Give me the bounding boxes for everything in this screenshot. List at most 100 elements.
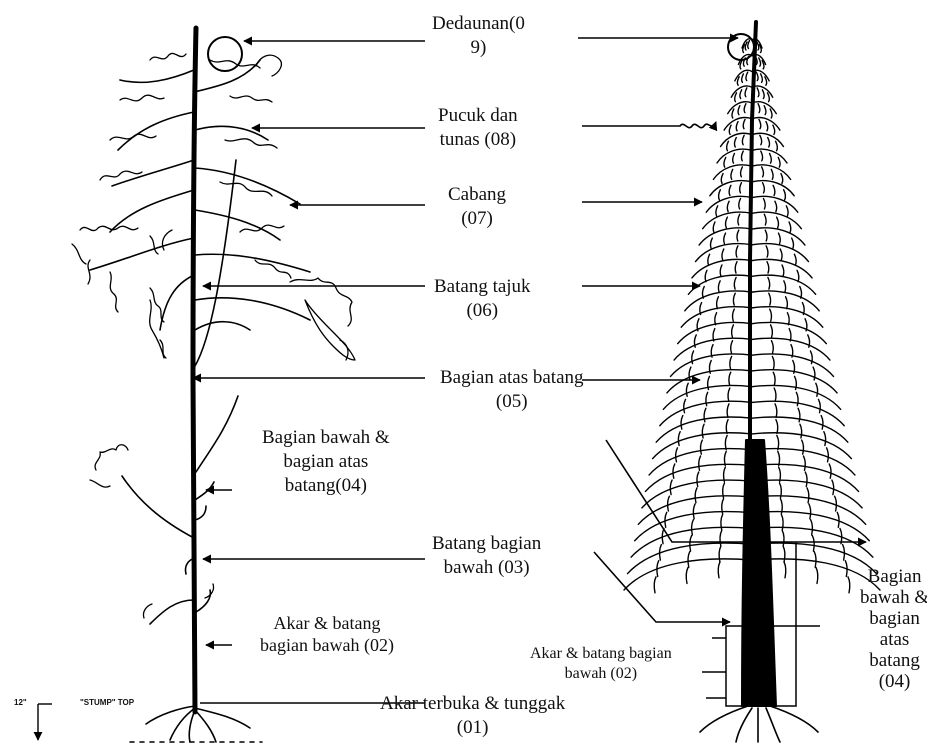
conifer-twig (730, 356, 732, 369)
label-crown-stem-06: Batang tajuk(06) (434, 275, 531, 323)
stump-top-label: "STUMP" TOP (80, 698, 134, 707)
conifer-twig (689, 367, 691, 380)
conifer-twig (762, 167, 764, 177)
conifer-branch (752, 228, 805, 245)
conifer-branch (752, 118, 780, 131)
conifer-twig (773, 372, 775, 385)
conifer-twig (717, 297, 719, 309)
conifer-twig (715, 313, 717, 325)
height-scale-marker (38, 704, 52, 740)
conifer-twig (668, 496, 670, 511)
conifer-twig (760, 135, 762, 144)
conifer-branch (752, 212, 801, 229)
conifer-branch (696, 244, 752, 262)
conifer-twig (764, 214, 766, 225)
conifer-twig (832, 480, 834, 495)
conifer-twig (692, 520, 694, 535)
conifer-twig (693, 504, 695, 519)
conifer-twig (756, 72, 758, 80)
conifer-branch (699, 228, 752, 245)
conifer-twig (781, 174, 783, 184)
conifer-twig (771, 341, 773, 354)
conifer-twig (775, 404, 777, 418)
conifer-twig (727, 404, 729, 418)
conifer-branch (667, 370, 752, 393)
conifer-twig (732, 109, 734, 118)
conifer-branch (724, 118, 752, 131)
conifer-twig (773, 185, 775, 195)
conifer-twig (780, 249, 782, 260)
conifer-twig (776, 141, 778, 150)
conifer-twig (776, 420, 778, 434)
conifer-twig (743, 119, 745, 128)
conifer-twig (729, 185, 731, 195)
conifer-twig (784, 562, 786, 578)
conifer-twig (726, 217, 728, 228)
conifer-twig (705, 270, 707, 281)
conifer-twig (802, 440, 804, 454)
conifer-twig (769, 293, 771, 305)
conifer-twig (727, 141, 729, 150)
conifer-twig (734, 277, 736, 289)
conifer-twig (690, 536, 692, 552)
conifer-twig (771, 325, 773, 337)
conifer-branch (752, 149, 787, 163)
conifer-twig (732, 325, 734, 337)
conifer-twig (737, 230, 739, 241)
conifer-twig (676, 448, 678, 462)
right-tree-drawing (700, 22, 818, 742)
conifer-twig (812, 536, 814, 552)
label-lower-stem-03: Batang bagianbawah (03) (432, 532, 541, 580)
conifer-branch (752, 354, 834, 377)
conifer-twig (774, 388, 776, 401)
conifer-twig (729, 125, 731, 134)
conifer-twig (771, 169, 773, 179)
conifer-twig (724, 233, 726, 244)
conifer-twig (734, 138, 736, 147)
conifer-twig (763, 183, 765, 193)
conifer-twig (814, 552, 816, 568)
conifer-twig (770, 309, 772, 321)
conifer-branch (721, 133, 752, 146)
conifer-twig (797, 270, 799, 281)
conifer-twig (765, 77, 767, 85)
conifer-branch (752, 196, 798, 212)
conifer-twig (695, 488, 697, 503)
conifer-twig (740, 90, 742, 99)
conifer-twig (733, 293, 735, 305)
conifer-twig (761, 74, 763, 82)
conifer-twig (741, 167, 743, 177)
conifer-twig (759, 119, 761, 128)
conifer-twig (740, 183, 742, 193)
conifer-twig (742, 74, 744, 82)
conifer-twig (762, 90, 764, 99)
conifer-branch (752, 370, 837, 393)
conifer-twig (708, 254, 710, 265)
conifer-twig (835, 496, 837, 511)
conifer-twig (684, 399, 686, 412)
conifer-branch (710, 181, 752, 196)
conifer-twig (786, 297, 788, 309)
conifer-twig (744, 104, 746, 113)
conifer-twig (739, 198, 741, 208)
conifer-twig (813, 367, 815, 380)
conifer-twig (745, 42, 747, 50)
conifer-twig (731, 341, 733, 354)
conifer-twig (768, 93, 770, 102)
conifer-twig (786, 206, 788, 216)
conifer-twig (726, 420, 728, 434)
conifer-twig (728, 388, 730, 401)
conifer-twig (673, 464, 675, 478)
label-right-root-lower-stem-02: Akar & batang bagianbawah (02) (530, 644, 672, 684)
conifer-twig (761, 151, 763, 161)
conifer-twig (748, 41, 750, 49)
conifer-twig (777, 435, 779, 449)
conifer-twig (702, 424, 704, 438)
conifer-twig (784, 190, 786, 200)
conifer-twig (670, 480, 672, 495)
conifer-twig (731, 169, 733, 179)
conifer-twig (794, 254, 796, 265)
conifer-twig (775, 201, 777, 211)
conifer-twig (757, 88, 759, 97)
